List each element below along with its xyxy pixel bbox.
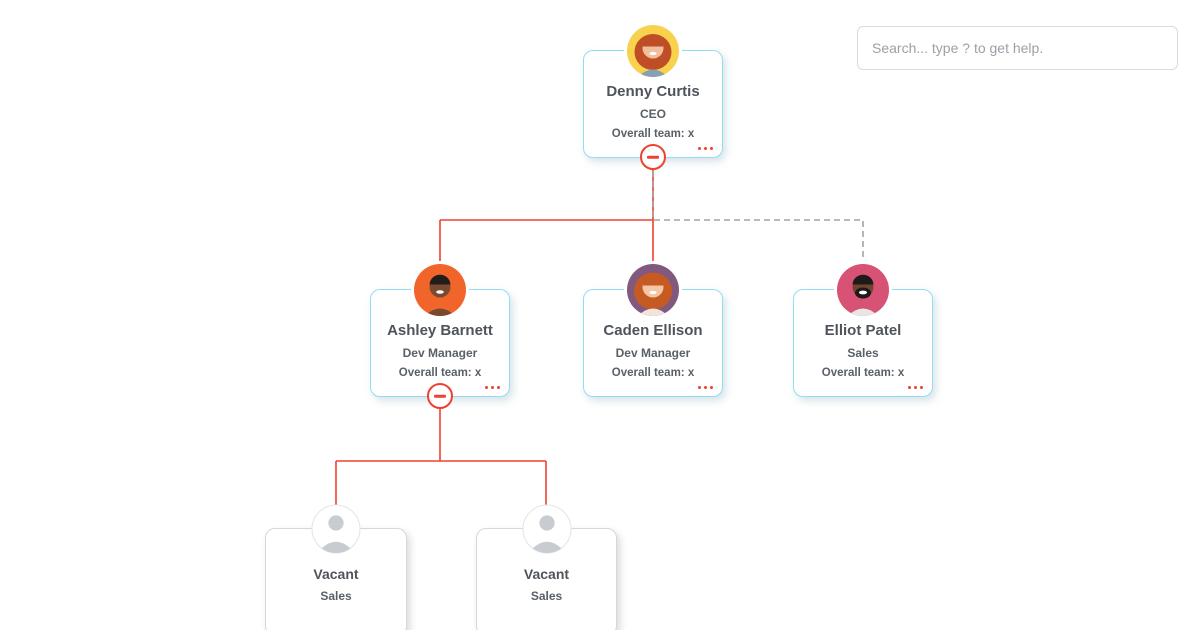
node-team: Overall team: x bbox=[821, 367, 905, 379]
node-role: Dev Manager bbox=[615, 346, 691, 360]
node-team: Overall team: x bbox=[611, 128, 695, 140]
person-silhouette-icon bbox=[311, 504, 361, 554]
org-node-denny-curtis[interactable]: Denny Curtis CEO Overall team: x bbox=[583, 22, 723, 170]
org-node-vacant-1[interactable]: Vacant Sales bbox=[265, 504, 407, 630]
node-role: Sales bbox=[320, 589, 352, 603]
node-role: CEO bbox=[639, 107, 666, 121]
node-menu-ellipsis-icon[interactable] bbox=[697, 146, 713, 150]
org-node-elliot-patel[interactable]: Elliot Patel Sales Overall team: x bbox=[793, 261, 933, 397]
minus-icon bbox=[434, 394, 446, 398]
collapse-button[interactable] bbox=[427, 383, 453, 409]
node-role: Sales bbox=[847, 346, 879, 360]
org-node-ashley-barnett[interactable]: Ashley Barnett Dev Manager Overall team:… bbox=[370, 261, 510, 409]
node-name: Vacant bbox=[523, 566, 570, 582]
node-role: Dev Manager bbox=[402, 346, 478, 360]
node-role: Sales bbox=[530, 589, 563, 603]
node-menu-ellipsis-icon[interactable] bbox=[484, 385, 500, 389]
node-menu-ellipsis-icon[interactable] bbox=[697, 385, 713, 389]
org-node-caden-ellison[interactable]: Caden Ellison Dev Manager Overall team: … bbox=[583, 261, 723, 397]
node-team: Overall team: x bbox=[398, 367, 482, 379]
avatar-ashley-barnett bbox=[411, 261, 469, 319]
node-team: Overall team: x bbox=[611, 367, 695, 379]
minus-icon bbox=[647, 155, 659, 159]
avatar-elliot-patel bbox=[834, 261, 892, 319]
avatar-caden-ellison bbox=[624, 261, 682, 319]
node-name: Caden Ellison bbox=[603, 322, 703, 339]
collapse-button[interactable] bbox=[640, 144, 666, 170]
dashed-connector bbox=[652, 171, 864, 289]
org-node-vacant-2[interactable]: Vacant Sales bbox=[476, 504, 617, 630]
node-name: Denny Curtis bbox=[606, 83, 700, 100]
node-menu-ellipsis-icon[interactable] bbox=[907, 385, 923, 389]
search-input[interactable] bbox=[857, 26, 1178, 70]
node-name: Vacant bbox=[313, 566, 359, 582]
person-silhouette-icon bbox=[522, 504, 572, 554]
node-name: Ashley Barnett bbox=[387, 322, 493, 339]
node-name: Elliot Patel bbox=[824, 322, 902, 339]
avatar-denny-curtis bbox=[624, 22, 682, 80]
